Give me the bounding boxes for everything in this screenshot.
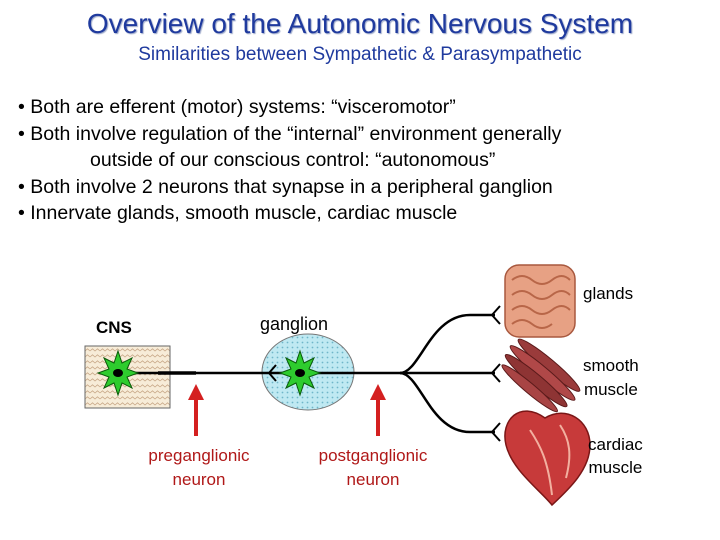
- postganglionic-label: postganglionic neuron: [318, 446, 428, 489]
- bullet-item: • Both involve regulation of the “intern…: [18, 122, 562, 145]
- preganglionic-arrow-icon: [188, 384, 204, 436]
- cardiac-muscle-label: cardiac muscle: [588, 435, 643, 477]
- heart-icon: [504, 410, 591, 507]
- glands-intestine-icon: [504, 264, 576, 338]
- page-title: Overview of the Autonomic Nervous System: [86, 8, 634, 39]
- bullet-item: • Both are efferent (motor) systems: “vi…: [18, 96, 456, 118]
- page-subtitle: Similarities between Sympathetic & Paras…: [138, 44, 582, 65]
- preganglionic-label: preganglionic neuron: [148, 446, 250, 489]
- cns-label: CNS: [96, 318, 132, 337]
- ganglion-label: ganglion: [260, 314, 329, 334]
- bullet-item-continuation: outside of our conscious control: “auton…: [90, 149, 496, 171]
- postganglionic-cell-body-icon: [278, 349, 322, 397]
- preganglionic-cell-body-icon: [96, 349, 140, 397]
- postganglionic-arrow-icon: [370, 384, 386, 436]
- bullet-list: • Both are efferent (motor) systems: “vi…: [18, 94, 708, 227]
- glands-label: glands: [583, 284, 634, 303]
- bullet-item: • Innervate glands, smooth muscle, cardi…: [18, 202, 458, 224]
- bullet-item: • Both involve 2 neurons that synapse in…: [18, 175, 553, 198]
- smooth-muscle-icon: [501, 338, 581, 413]
- smooth-muscle-label: smooth muscle: [583, 356, 639, 399]
